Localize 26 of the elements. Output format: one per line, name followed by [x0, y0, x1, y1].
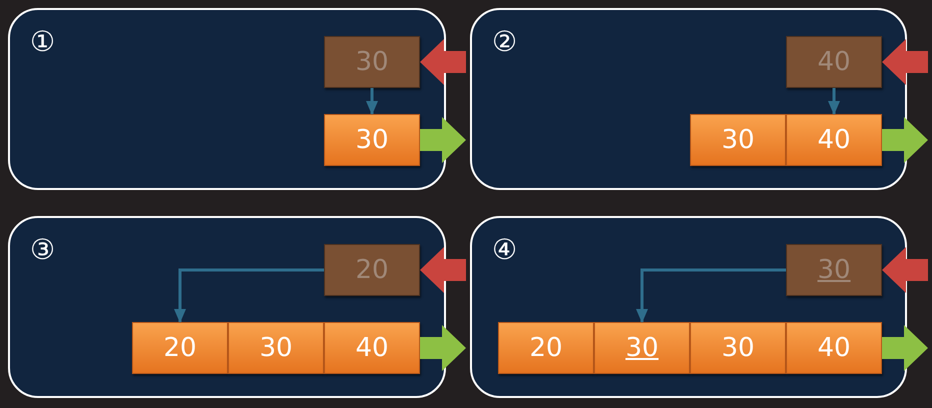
- queue-item-box: 40: [786, 322, 882, 374]
- connector-arrow: [828, 88, 840, 115]
- connector-arrow: [636, 268, 786, 323]
- queue-item-box: 30: [594, 322, 690, 374]
- queue-item-box: 30: [228, 322, 324, 374]
- step-panel: [470, 216, 907, 398]
- step-number: ①: [30, 26, 56, 58]
- queue-item-box: 20: [132, 322, 228, 374]
- incoming-value-box: 40: [786, 36, 882, 88]
- connector-arrow: [174, 268, 324, 323]
- queue-item-box: 20: [498, 322, 594, 374]
- incoming-value-box: 30: [786, 244, 882, 296]
- queue-item-box: 30: [690, 322, 786, 374]
- incoming-value-box: 30: [324, 36, 420, 88]
- queue-item-box: 30: [324, 114, 420, 166]
- incoming-value-box: 20: [324, 244, 420, 296]
- connector-arrow: [366, 88, 378, 115]
- step-panel: [8, 216, 446, 398]
- step-panel: [8, 8, 446, 190]
- queue-item-box: 40: [786, 114, 882, 166]
- step-number: ③: [30, 234, 56, 266]
- queue-item-box: 30: [690, 114, 786, 166]
- step-number: ②: [492, 26, 518, 58]
- step-panel: [470, 8, 907, 190]
- queue-item-box: 40: [324, 322, 420, 374]
- step-number: ④: [492, 234, 518, 266]
